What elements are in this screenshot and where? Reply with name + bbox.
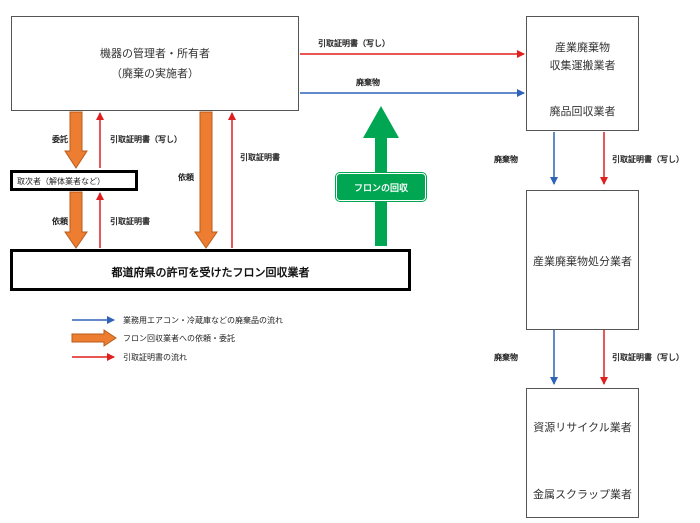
label-collector-disposal-waste: 廃棄物 [494, 155, 518, 164]
edge-consign-arrow [64, 111, 88, 169]
legend-red-text: 引取証明書の流れ [123, 353, 187, 362]
recycler-node: 資源リサイクル業者 金属スクラップ業者 [526, 388, 639, 518]
label-disposal-recycler-waste: 廃棄物 [494, 353, 518, 362]
label-consign: 委託 [52, 135, 68, 144]
disposal-node: 産業廃棄物処分業者 [526, 190, 639, 330]
owner-line2: （廃棄の実施者） [111, 67, 199, 80]
freon-operator-label: 都道府県の許可を受けたフロン回収業者 [111, 266, 310, 279]
recycler-line2: 金属スクラップ業者 [533, 488, 632, 501]
label-cert-intermediary: 引取証明書 [110, 217, 150, 226]
collector-node: 産業廃棄物 収集運搬業者 廃品回収業者 [526, 16, 639, 131]
label-request-direct: 依頼 [178, 173, 194, 182]
freon-recovery-label-box: フロンの回収 [335, 172, 427, 202]
recycler-line1: 資源リサイクル業者 [533, 421, 632, 434]
label-cert-copy-intermediary: 引取証明書（写し） [110, 135, 182, 144]
intermediary-label: 取次者（解体業者など） [17, 177, 105, 186]
legend-orange-arrow [71, 329, 117, 347]
legend-orange-text: フロン回収業者への依頼・委託 [123, 334, 235, 343]
edge-request-intermediary-arrow [64, 191, 88, 249]
collector-line1: 産業廃棄物 [555, 41, 610, 54]
owner-node: 機器の管理者・所有者 （廃棄の実施者） [11, 16, 299, 111]
disposal-label: 産業廃棄物処分業者 [533, 255, 632, 268]
owner-line1: 機器の管理者・所有者 [100, 47, 210, 60]
collector-line2: 収集運搬業者 [549, 59, 616, 72]
freon-recovery-label: フロンの回収 [353, 184, 408, 194]
label-collector-disposal-cert: 引取証明書（写し） [612, 155, 684, 164]
label-disposal-recycler-cert: 引取証明書（写し） [612, 353, 684, 362]
legend-blue-text: 業務用エアコン・冷蔵庫などの廃棄品の流れ [123, 316, 283, 325]
collector-line3: 廃品回収業者 [549, 105, 616, 118]
edge-request-direct-arrow [194, 111, 218, 249]
intermediary-node: 取次者（解体業者など） [10, 170, 138, 191]
label-owner-collector-waste: 廃棄物 [356, 78, 380, 87]
label-request-intermediary: 依頼 [52, 217, 68, 226]
freon-operator-node: 都道府県の許可を受けたフロン回収業者 [10, 249, 411, 291]
label-owner-collector-cert: 引取証明書（写し） [318, 39, 390, 48]
label-cert-direct: 引取証明書 [240, 153, 280, 162]
